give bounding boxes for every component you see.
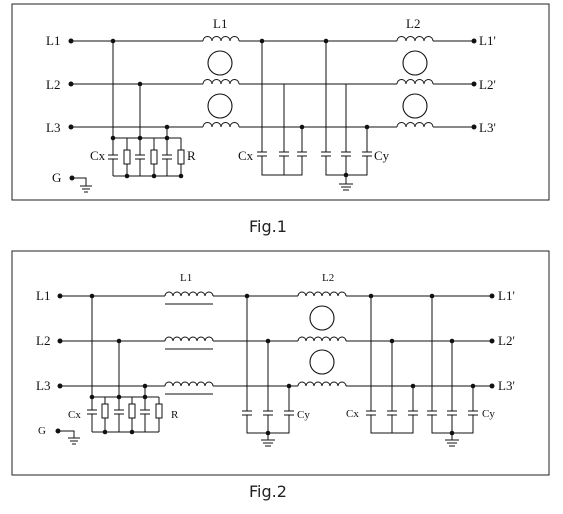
fig2-resistor-label: R xyxy=(171,409,179,421)
fig2-ground-label: G xyxy=(38,425,46,437)
fig1-cy-group xyxy=(321,38,372,191)
fig2-core-top xyxy=(309,305,335,331)
fig1-label-L3-in: L3 xyxy=(46,120,60,135)
fig1-core-L2-bottom xyxy=(402,93,428,119)
fig1-label-L1-in: L1 xyxy=(46,33,60,48)
fig2-cy-mid-label: Cy xyxy=(297,409,310,421)
fig2-line-L2 xyxy=(60,336,492,350)
fig2-label-L1-out: L1' xyxy=(498,288,515,303)
fig1-cx-left-label: Cx xyxy=(90,148,106,163)
fig2-label-L1-in: L1 xyxy=(36,288,50,303)
fig2-diagram: L1 L2 L3 L1' L2' L3' L1 L2 G Cx R Cy Cx … xyxy=(11,250,550,476)
fig2-inductor-label-2: L2 xyxy=(322,272,334,284)
fig2-right-cx xyxy=(366,293,418,434)
fig2-mid-cy xyxy=(242,293,294,447)
fig1-label-L2-out: L2' xyxy=(479,77,496,92)
fig2-label-L2-in: L2 xyxy=(36,333,50,348)
fig2-frame xyxy=(11,250,550,476)
fig2-cx-left-label: Cx xyxy=(68,409,81,421)
fig1-core-L1-bottom xyxy=(207,93,233,119)
fig1-line-L2 xyxy=(71,79,474,85)
fig1-mid-cx xyxy=(257,38,307,176)
fig1-label-L2-in: L2 xyxy=(46,77,60,92)
fig2-label-L3-in: L3 xyxy=(36,378,50,393)
fig2-inductor-label-1: L1 xyxy=(180,272,192,284)
fig2-label-L2-out: L2' xyxy=(498,333,515,348)
fig1-inductor-label-2: L2 xyxy=(406,16,420,31)
fig1-label-L3-out: L3' xyxy=(479,120,496,135)
fig1-resistor-label: R xyxy=(187,148,196,163)
fig1-cy-label: Cy xyxy=(374,148,390,163)
fig2-cy-right-label: Cy xyxy=(482,408,495,420)
fig2-line-L1 xyxy=(60,291,492,305)
fig1-frame xyxy=(11,3,550,201)
fig1-label-L1-out: L1' xyxy=(479,33,496,48)
fig1-line-L1 xyxy=(71,36,474,42)
fig1-ground-label: G xyxy=(52,170,61,185)
fig2-right-cy xyxy=(427,293,478,447)
fig2-line-L3 xyxy=(60,381,492,395)
fig2-cx-right-label: Cx xyxy=(346,408,359,420)
fig1-left-network xyxy=(108,38,185,179)
fig1-core-L2-top xyxy=(402,50,428,76)
fig2-core-bottom xyxy=(309,349,335,375)
fig1-diagram: L1 L2 L3 L1' L2' L3' L1 L2 G Cx R Cx Cy xyxy=(11,3,550,201)
fig1-caption: Fig.1 xyxy=(249,217,287,236)
fig1-line-L3 xyxy=(71,122,474,128)
fig2-left-network xyxy=(87,293,163,435)
fig1-inductor-label-1: L1 xyxy=(213,16,227,31)
fig2-label-L3-out: L3' xyxy=(498,378,515,393)
fig1-cx-mid-label: Cx xyxy=(238,148,254,163)
fig2-caption: Fig.2 xyxy=(249,482,287,501)
fig1-core-L1-top xyxy=(207,50,233,76)
